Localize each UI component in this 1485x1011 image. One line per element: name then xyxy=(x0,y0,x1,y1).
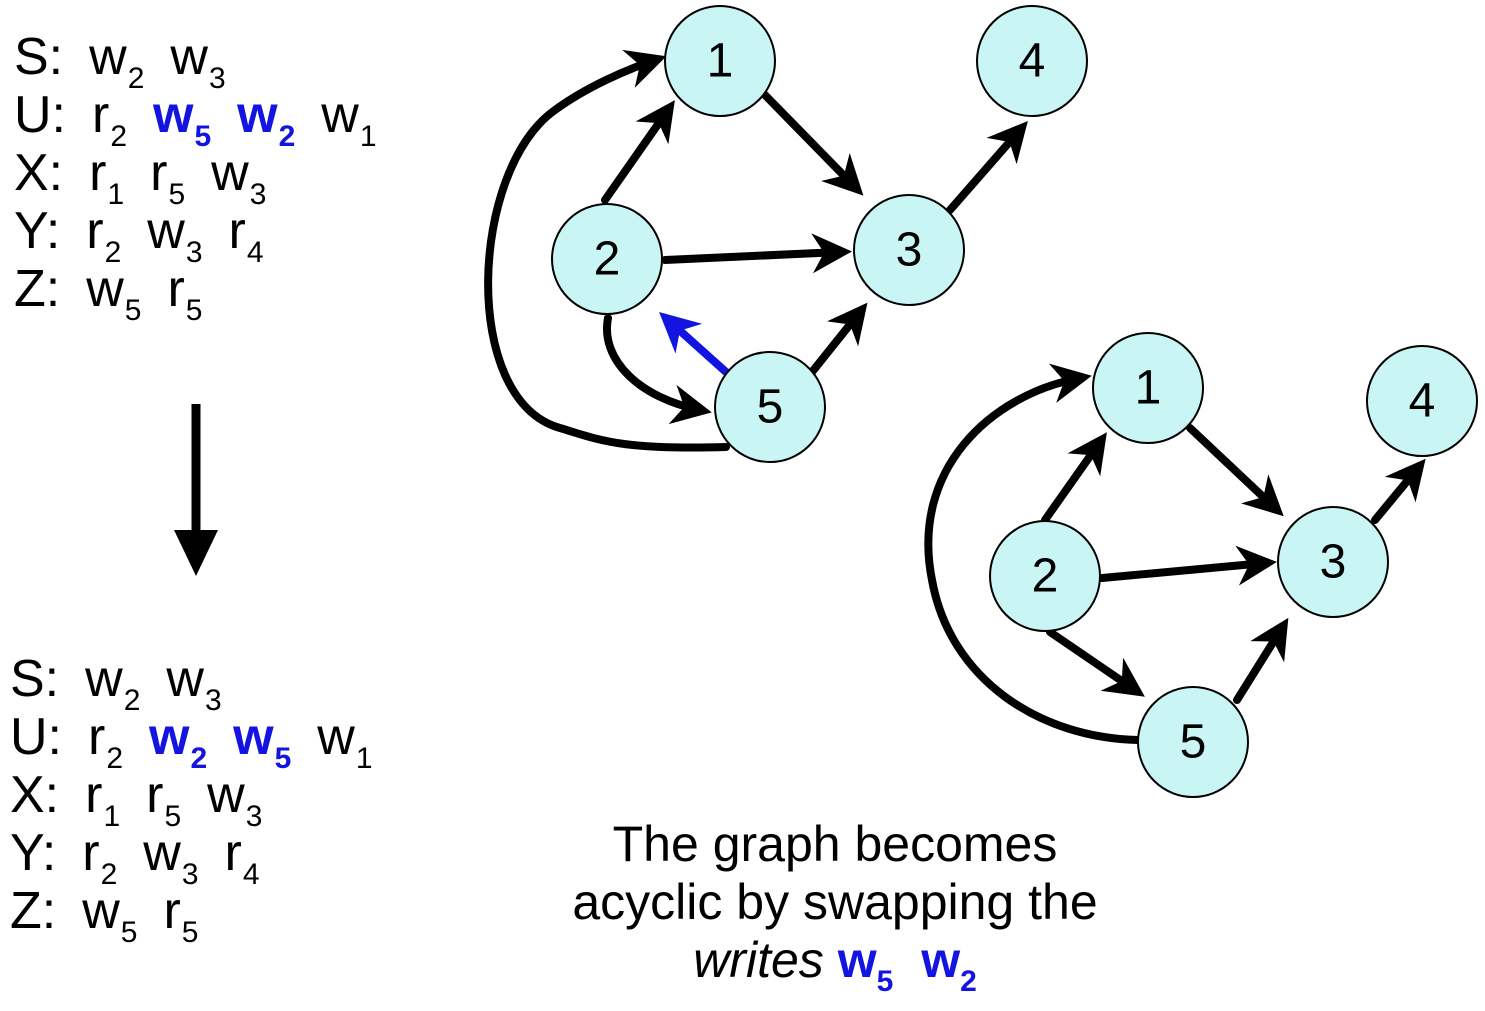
node-5: 5 xyxy=(714,351,826,463)
operation: r2 xyxy=(86,202,122,269)
edge-3-4 xyxy=(1371,458,1426,524)
edge-1-3 xyxy=(761,91,864,196)
svg-text:3: 3 xyxy=(1320,536,1347,589)
edge-5-3 xyxy=(1233,617,1289,704)
operation: w3 xyxy=(207,766,263,833)
transaction-label: U: xyxy=(10,708,62,766)
transaction-label: U: xyxy=(14,86,66,144)
svg-text:1: 1 xyxy=(1135,362,1162,415)
operation: r1 xyxy=(89,144,125,211)
operation: w5 xyxy=(86,260,142,327)
edge-2-3 xyxy=(1098,545,1277,586)
operation: r1 xyxy=(85,766,121,833)
operation: w3 xyxy=(143,824,199,891)
caption-line-3: writes w5 w2 xyxy=(545,931,1125,1011)
operation: r5 xyxy=(167,260,203,327)
node-5: 5 xyxy=(1137,686,1249,798)
svg-text:5: 5 xyxy=(757,381,784,434)
operation: w3 xyxy=(170,28,226,95)
svg-text:3: 3 xyxy=(896,224,923,277)
operation: w3 xyxy=(147,202,203,269)
operation: w2 xyxy=(149,708,208,775)
graph-before: 1 2 3 4 5 xyxy=(484,5,1088,463)
node-3: 3 xyxy=(1277,506,1389,618)
caption-writes-word: writes xyxy=(693,932,824,988)
transaction-label: X: xyxy=(14,144,64,202)
node-3: 3 xyxy=(853,194,965,306)
node-1: 1 xyxy=(664,5,776,117)
operation: w3 xyxy=(211,144,267,211)
edge-2-5 xyxy=(603,314,712,425)
svg-text:4: 4 xyxy=(1019,35,1046,88)
operation: r2 xyxy=(92,86,128,153)
node-2: 2 xyxy=(551,203,663,315)
transaction-label: Y: xyxy=(10,824,57,882)
transaction-label: S: xyxy=(14,28,64,86)
schedule-row: U: r2 w5 w2 w1 xyxy=(14,86,377,153)
node-4: 4 xyxy=(976,5,1088,117)
operation: w2 xyxy=(89,28,145,95)
schedule-row: U: r2 w2 w5 w1 xyxy=(10,708,373,775)
node-4: 4 xyxy=(1366,345,1478,457)
caption-line-1: The graph becomes xyxy=(612,816,1058,872)
transaction-label: S: xyxy=(10,650,60,708)
caption-write-b: w2 xyxy=(921,932,977,998)
schedule-row: Z: w5 r5 xyxy=(10,882,373,949)
transaction-label: X: xyxy=(10,766,60,824)
caption-write-a: w5 xyxy=(837,932,894,998)
edge-3-4 xyxy=(946,120,1028,214)
schedule-row: Y: r2 w3 r4 xyxy=(10,824,373,891)
caption-line-2: acyclic by swapping the xyxy=(572,874,1098,930)
edge-1-3 xyxy=(1186,424,1284,517)
operation: w1 xyxy=(321,86,377,153)
edge-5-3 xyxy=(808,302,868,376)
node-1: 1 xyxy=(1092,332,1204,444)
graph-after: 1 2 3 4 5 xyxy=(924,332,1478,798)
caption: The graph becomes acyclic by swapping th… xyxy=(545,815,1125,1011)
operation: r2 xyxy=(88,708,124,775)
operation: w5 xyxy=(82,882,138,949)
transaction-label: Y: xyxy=(14,202,61,260)
operation: r5 xyxy=(146,766,182,833)
operation: r4 xyxy=(224,824,260,891)
edge-5-1 xyxy=(924,363,1142,744)
schedule-row: S: w2 w3 xyxy=(10,650,373,717)
operation: w2 xyxy=(237,86,296,153)
down-arrow xyxy=(174,404,218,576)
svg-text:2: 2 xyxy=(594,233,621,286)
operation: w3 xyxy=(166,650,222,717)
operation: r5 xyxy=(150,144,186,211)
schedule-row: Z: w5 r5 xyxy=(14,260,377,327)
operation: r5 xyxy=(163,882,199,949)
svg-text:2: 2 xyxy=(1032,550,1059,603)
operation: w5 xyxy=(233,708,292,775)
operation: r2 xyxy=(82,824,118,891)
edge-2-3 xyxy=(661,233,852,274)
schedule-row: X: r1 r5 w3 xyxy=(14,144,377,211)
operation: w1 xyxy=(317,708,373,775)
edge-2-5 xyxy=(1046,628,1145,697)
edge-2-1 xyxy=(1041,432,1107,524)
edge-5-1 xyxy=(484,49,730,452)
operation: w5 xyxy=(153,86,212,153)
schedule-row: X: r1 r5 w3 xyxy=(10,766,373,833)
transaction-label: Z: xyxy=(10,882,57,940)
svg-text:4: 4 xyxy=(1409,375,1436,428)
schedule-row: S: w2 w3 xyxy=(14,28,377,95)
edge-5-2-highlighted xyxy=(659,311,730,376)
edge-2-1 xyxy=(601,100,675,204)
svg-text:5: 5 xyxy=(1180,716,1207,769)
transaction-label: Z: xyxy=(14,260,61,318)
operation: w2 xyxy=(85,650,141,717)
schedule-row: Y: r2 w3 r4 xyxy=(14,202,377,269)
node-2: 2 xyxy=(989,520,1101,632)
svg-text:1: 1 xyxy=(707,35,734,88)
operation: r4 xyxy=(228,202,264,269)
